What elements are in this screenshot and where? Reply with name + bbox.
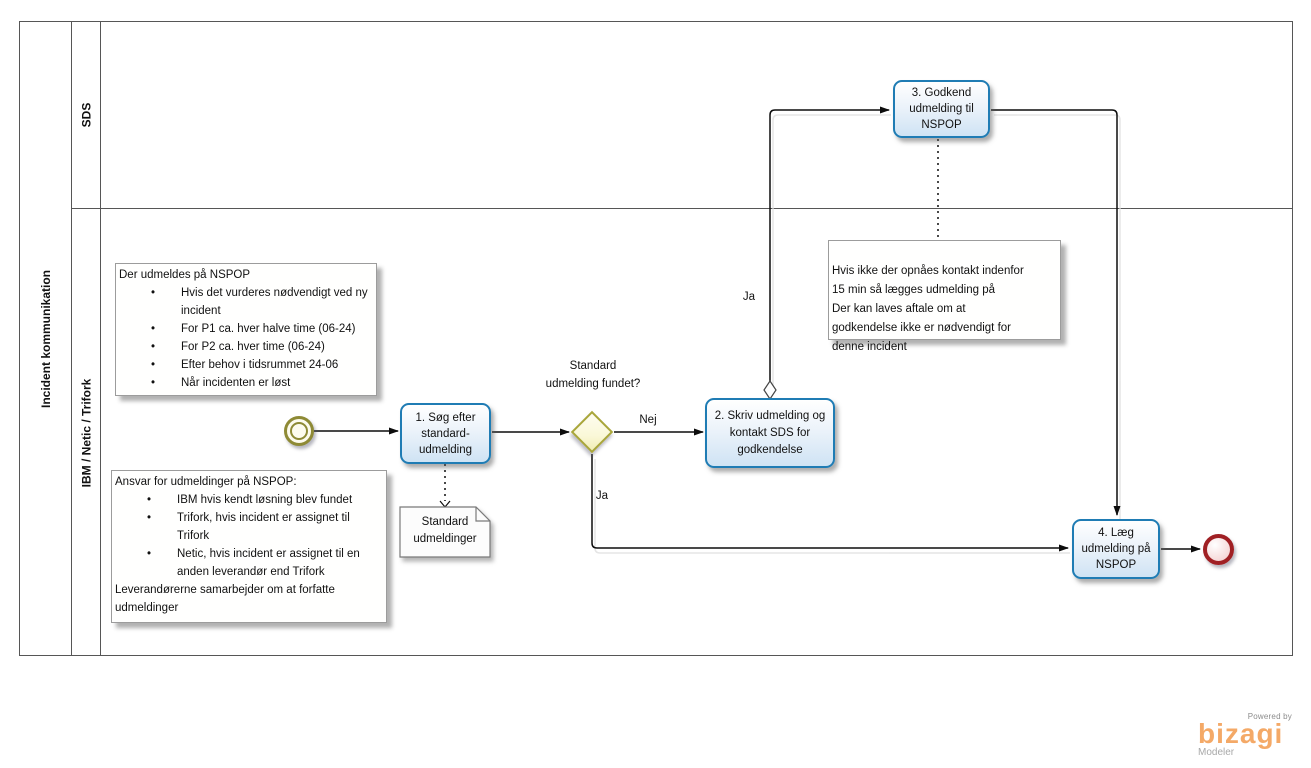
task3-label: 3. Godkend udmelding til NSPOP [909, 87, 974, 131]
bullet-icon: • [151, 323, 156, 335]
gateway-question-label: Standard udmelding fundet? [545, 360, 641, 390]
pool-title: Incident kommunikation [38, 269, 53, 408]
bullet-icon: • [147, 494, 152, 506]
end-event[interactable] [1203, 534, 1234, 565]
lane-sds-label: SDS [79, 102, 93, 128]
annotation2-intro: Ansvar for udmeldinger på NSPOP: [115, 476, 297, 488]
lane-sds: SDS [72, 22, 100, 208]
annotation2-outro: Leverandørerne samarbejder om at forfatt… [115, 584, 335, 614]
lane-divider [72, 208, 1292, 209]
bullet-icon: • [151, 377, 156, 389]
task-laeg-udmelding-paa-nspop[interactable]: 4. Læg udmelding på NSPOP [1072, 519, 1160, 579]
pool-title-cell: Incident kommunikation [20, 22, 72, 655]
bullet-icon: • [151, 287, 156, 299]
task-godkend-udmelding-til-nspop[interactable]: 3. Godkend udmelding til NSPOP [893, 80, 990, 138]
annotation2-bullet: Netic, hvis incident er assignet til en … [177, 548, 360, 578]
powered-by-text: Powered by [1247, 712, 1292, 721]
data-object-shape[interactable] [399, 506, 493, 560]
flow-label-ja-gateway: Ja [595, 490, 609, 502]
task-soeg-efter-standard-udmelding[interactable]: 1. Søg efter standard-udmelding [400, 403, 491, 464]
bizagi-branding: Powered by bizagi Modeler [1198, 712, 1298, 758]
annotation2-bullet: IBM hvis kendt løsning blev fundet [177, 494, 353, 506]
annotation-der-udmeldes[interactable]: Der udmeldes på NSPOP • Hvis det vurderes… [115, 263, 377, 396]
flow-label-nej: Nej [639, 414, 657, 426]
annotation1-intro: Der udmeldes på NSPOP [119, 269, 251, 281]
bullet-icon: • [151, 341, 156, 353]
bullet-icon: • [151, 359, 156, 371]
annotation1-bullet: Efter behov i tidsrummet 24-06 [181, 359, 339, 371]
lane-label-column: SDS IBM / Netic / Trifork [72, 22, 101, 655]
start-event-inner-ring [290, 422, 308, 440]
task-skriv-udmelding-kontakt-sds[interactable]: 2. Skriv udmelding og kontakt SDS for go… [705, 398, 835, 468]
bizagi-logo: bizagi [1198, 718, 1284, 749]
start-event[interactable] [284, 416, 314, 446]
bullet-icon: • [147, 548, 152, 560]
annotation2-bullet: Trifork, hvis incident er assignet til T… [177, 512, 350, 542]
annotation-ansvar[interactable]: Ansvar for udmeldinger på NSPOP: • IBM hv… [111, 470, 387, 623]
annotation1-bullet: For P2 ca. hver time (06-24) [181, 341, 325, 353]
task1-label: 1. Søg efter standard-udmelding [415, 411, 476, 456]
task2-label: 2. Skriv udmelding og kontakt SDS for go… [714, 409, 826, 456]
annotation1-bullet: Når incidenten er løst [181, 377, 291, 389]
annotation1-bullet: Hvis det vurderes nødvendigt ved ny inci… [181, 287, 368, 317]
task4-label: 4. Læg udmelding på NSPOP [1081, 527, 1151, 571]
annotation1-bullet: For P1 ca. hver halve time (06-24) [181, 323, 356, 335]
bullet-icon: • [147, 512, 152, 524]
flow-label-ja-approve: Ja [742, 291, 756, 303]
lane-ibm-netic-trifork: IBM / Netic / Trifork [72, 208, 100, 657]
annotation3-text: Hvis ikke der opnåes kontakt indenfor 15… [832, 265, 1024, 353]
bizagi-product-text: Modeler [1198, 747, 1235, 758]
annotation-kontakt[interactable]: Hvis ikke der opnåes kontakt indenfor 15… [828, 240, 1061, 353]
pool-incident-kommunikation: Incident kommunikation SDS IBM / Netic /… [19, 21, 1293, 656]
data-object-label: Standard udmeldinger [413, 516, 477, 545]
lane-ibm-netic-trifork-label: IBM / Netic / Trifork [79, 378, 93, 487]
